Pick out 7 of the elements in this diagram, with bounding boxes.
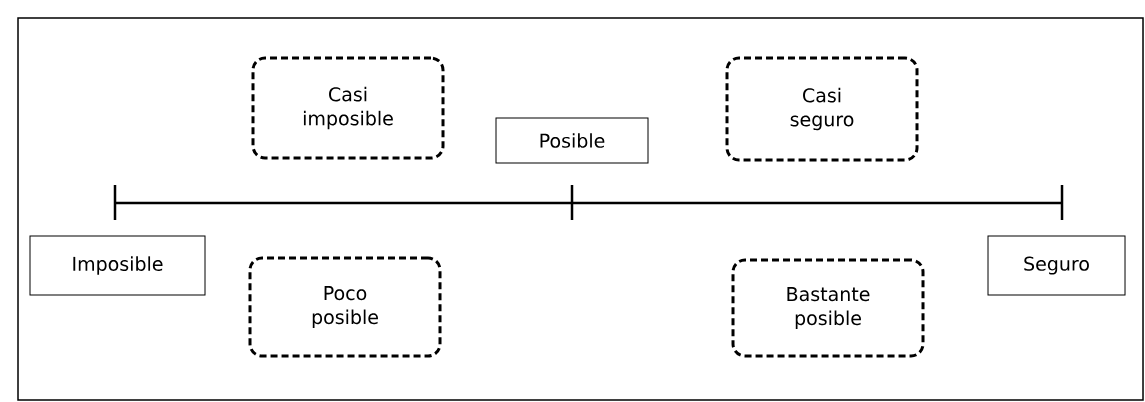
label-box: Posible (495, 117, 649, 164)
rounded-box: Poco posible (248, 256, 442, 358)
label-box: Imposible (29, 235, 206, 296)
rounded-box: Casi imposible (251, 56, 445, 160)
rounded-box: Casi seguro (725, 56, 919, 162)
rounded-box: Bastante posible (731, 258, 925, 358)
label-box: Seguro (987, 235, 1126, 296)
